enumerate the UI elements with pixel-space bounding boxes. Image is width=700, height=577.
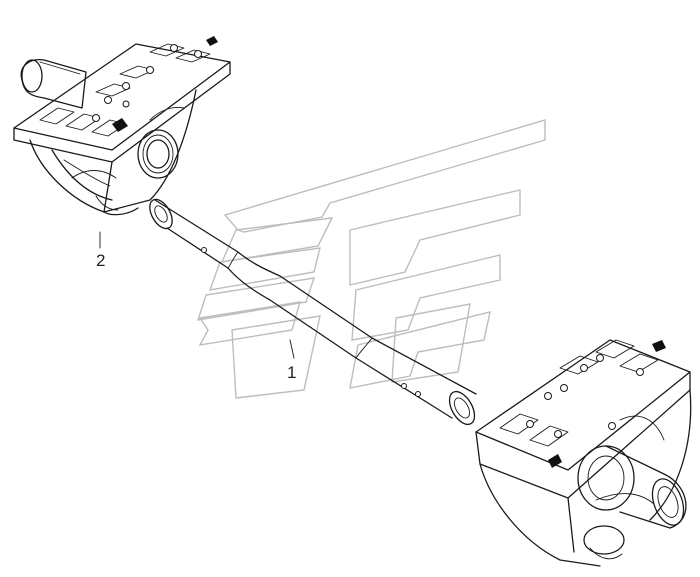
watermark-logo	[196, 119, 546, 399]
callout-number-2: 2	[96, 251, 105, 270]
axle-shaft	[149, 198, 477, 426]
leader-lines	[99, 231, 295, 359]
balancer-bracket-left	[13, 36, 231, 216]
balancer-bracket-right	[475, 339, 692, 567]
callout-number-1: 1	[287, 363, 296, 382]
leader-line-1	[289, 339, 295, 359]
